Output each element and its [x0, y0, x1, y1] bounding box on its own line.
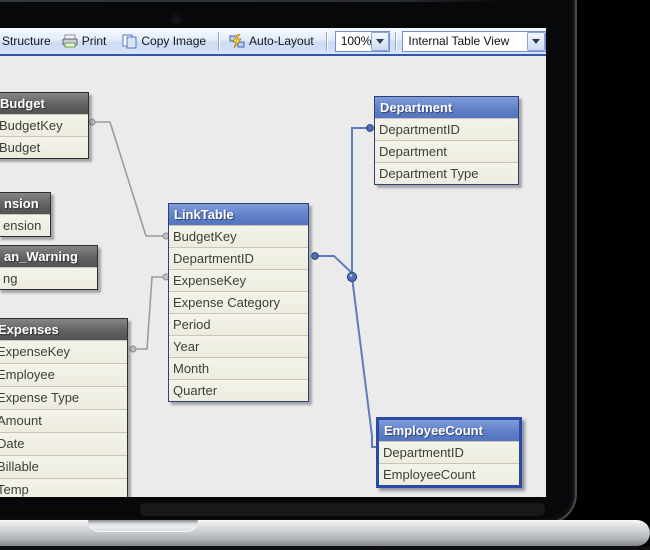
print-button[interactable]: Print — [59, 32, 110, 50]
table-field: DepartmentID — [379, 441, 519, 463]
table-field: Quarter — [169, 379, 308, 401]
table-field: BudgetKey — [169, 225, 308, 247]
table-field: ExpenseKey — [169, 269, 308, 291]
structure-button[interactable]: Structure — [2, 34, 51, 48]
table-viewer-toolbar: Structure Print Copy Image — [0, 28, 546, 56]
table-title[interactable]: Department — [375, 97, 518, 118]
print-icon — [62, 34, 78, 48]
table-title[interactable]: LinkTable — [169, 204, 308, 225]
copy-image-button[interactable]: Copy Image — [119, 32, 209, 51]
table-field: Employee — [0, 363, 127, 386]
table-title[interactable]: Budget — [0, 93, 88, 114]
chevron-down-icon[interactable] — [527, 31, 545, 51]
table-field: ExpenseKey — [0, 340, 127, 363]
table-field: DepartmentID — [375, 118, 518, 140]
view-mode-select[interactable]: Internal Table View — [402, 30, 546, 52]
table-title[interactable]: nsion — [0, 193, 50, 214]
auto-layout-button[interactable]: Auto-Layout — [226, 32, 317, 51]
table-field: Department Type — [375, 162, 518, 184]
table-title[interactable]: an_Warning — [0, 246, 97, 267]
zoom-value: 100% — [340, 34, 372, 48]
connector-linktable-junction — [315, 255, 353, 277]
table-field: Department — [375, 140, 518, 162]
connector-budget-linktable — [92, 121, 166, 237]
view-mode-value: Internal Table View — [408, 34, 510, 48]
connection-dots — [88, 118, 388, 451]
table-field: EmployeeCount — [379, 463, 519, 485]
table-field: ng — [0, 267, 97, 289]
print-label: Print — [81, 34, 107, 48]
table-field: Expense Type — [0, 386, 127, 409]
chevron-down-icon[interactable] — [371, 31, 390, 51]
connector-junction-department — [351, 127, 370, 277]
table-field: BudgetKey — [0, 114, 88, 136]
table-title[interactable]: EmployeeCount — [379, 420, 519, 441]
table-field: Month — [169, 357, 308, 379]
laptop-hinge — [140, 503, 545, 516]
zoom-select[interactable]: 100% — [334, 30, 391, 52]
laptop-base-shadow — [0, 546, 650, 550]
connection-dot-highlight — [349, 274, 353, 277]
auto-layout-label: Auto-Layout — [249, 34, 314, 48]
table-field: Billable — [0, 455, 127, 478]
table-field: Year — [169, 335, 308, 357]
connection-dot — [88, 118, 96, 126]
webcam — [172, 14, 181, 23]
copy-image-label: Copy Image — [141, 34, 207, 48]
lid-edge-highlight — [0, 0, 500, 2]
connection-dot — [129, 345, 137, 353]
table-field: Expense Category — [169, 291, 308, 313]
copy-image-icon — [122, 34, 137, 48]
table-field: DepartmentID — [169, 247, 308, 269]
table-title[interactable]: Expenses — [0, 319, 127, 340]
table-field: Temp — [0, 478, 127, 497]
connection-junction-dot — [346, 271, 358, 283]
toolbar-separator — [325, 32, 328, 50]
table-field: Amount — [0, 409, 127, 432]
connection-dot — [311, 252, 319, 260]
toolbar-separator — [218, 32, 221, 50]
table-field: Budget — [0, 136, 88, 158]
auto-layout-icon — [229, 33, 245, 48]
connector-expenses-linktable — [133, 276, 166, 350]
app-screen: Structure Print Copy Image — [0, 28, 546, 497]
table-field: Period — [169, 313, 308, 335]
laptop-lid-notch — [88, 520, 198, 532]
connection-dot — [366, 124, 374, 132]
table-field: Date — [0, 432, 127, 455]
toolbar-separator — [395, 32, 398, 50]
table-field: ension — [0, 214, 50, 236]
